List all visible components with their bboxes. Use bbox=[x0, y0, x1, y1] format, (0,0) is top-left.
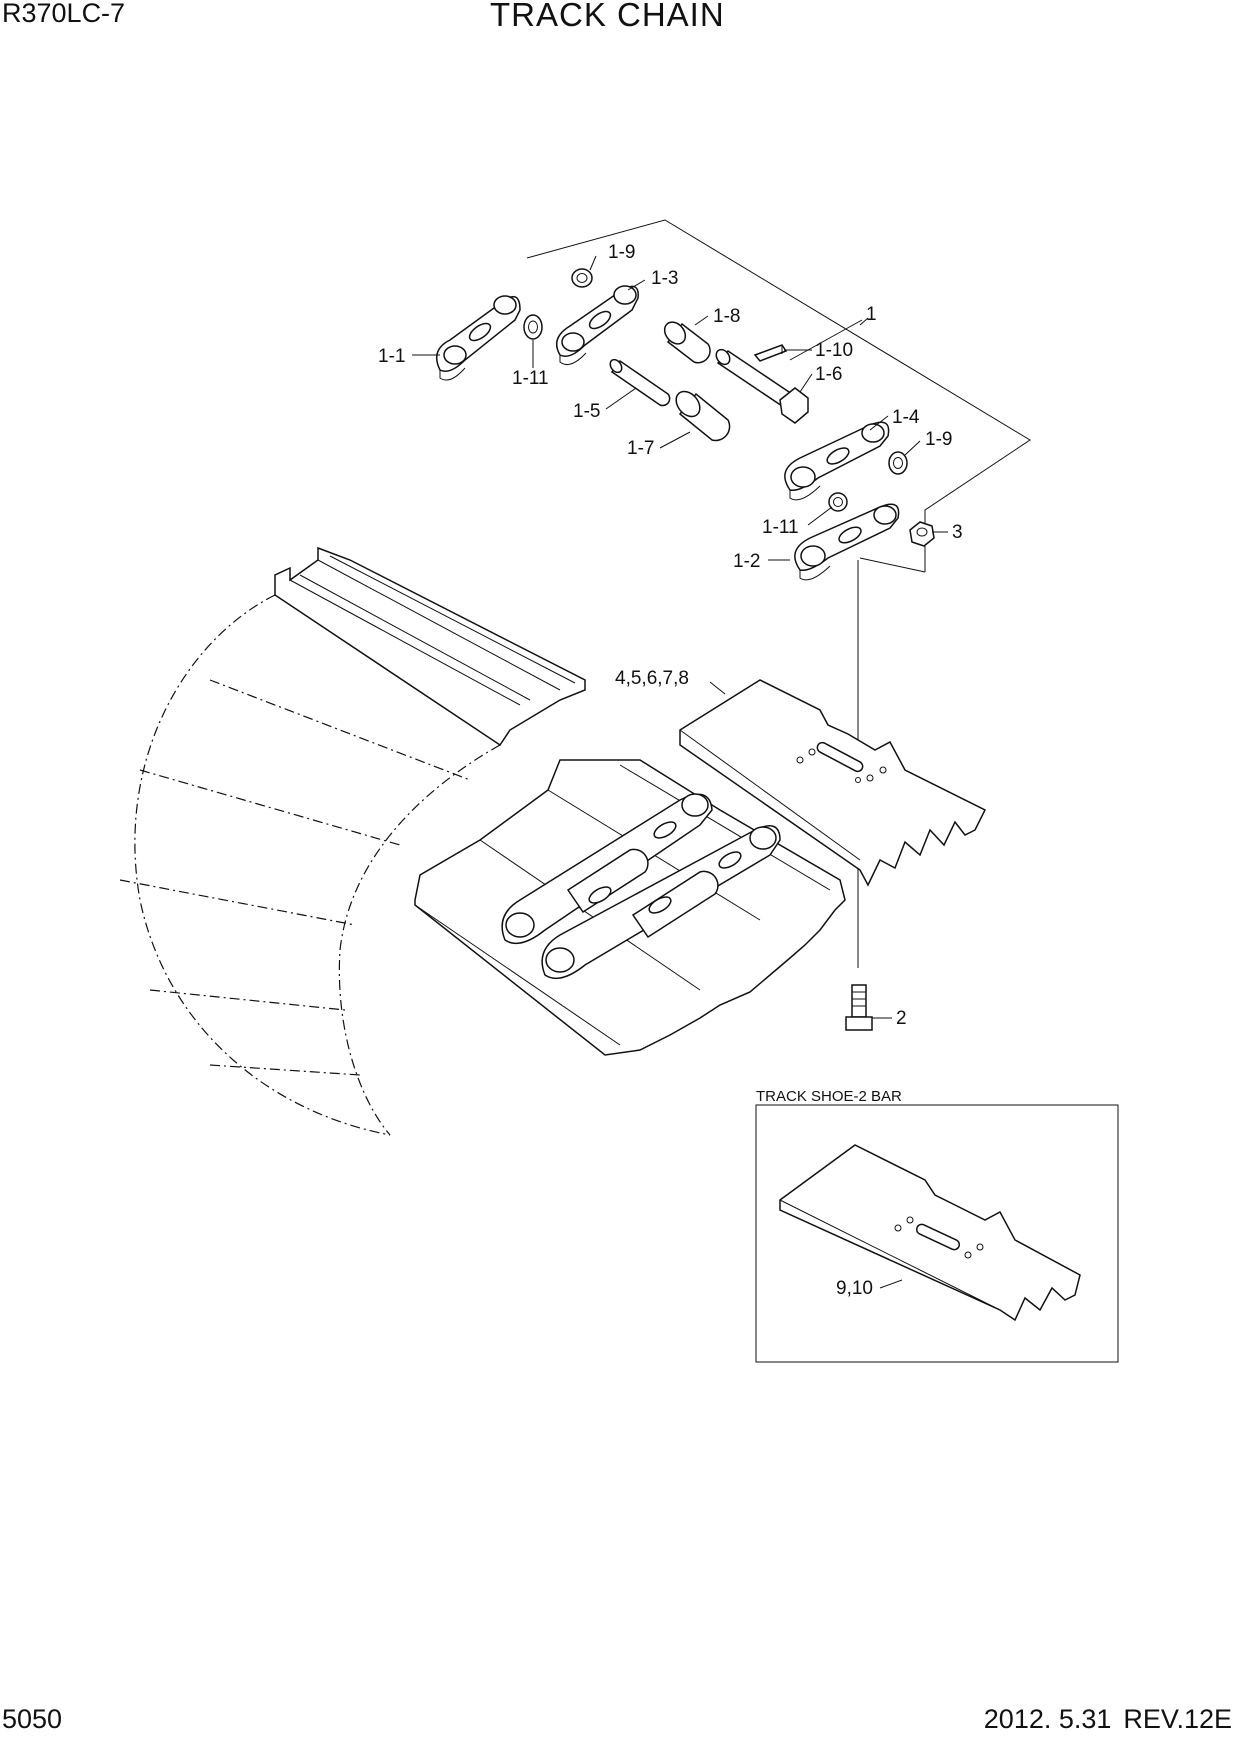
pin-1-5 bbox=[609, 358, 671, 407]
page-title: TRACK CHAIN bbox=[490, 0, 725, 33]
revision-date: 2012. 5.31 bbox=[983, 1704, 1112, 1734]
leader-lines bbox=[412, 255, 948, 1289]
bushing-1-7 bbox=[675, 390, 731, 442]
bolt-2 bbox=[845, 984, 873, 1031]
chain-links-assembled bbox=[501, 793, 781, 980]
callout-1-9-top: 1-9 bbox=[608, 242, 635, 263]
page-number: 5050 bbox=[2, 1704, 63, 1734]
track-shoe-top bbox=[274, 546, 586, 747]
callout-1-8: 1-8 bbox=[713, 306, 740, 327]
callout-1-11-top: 1-11 bbox=[512, 368, 549, 389]
callout-4-8: 4,5,6,7,8 bbox=[615, 668, 689, 689]
callout-1-1: 1-1 bbox=[378, 346, 405, 367]
link-1-3 bbox=[555, 285, 639, 365]
nut-3 bbox=[909, 521, 935, 547]
callout-1-10: 1-10 bbox=[815, 340, 853, 361]
callout-1-2: 1-2 bbox=[733, 551, 760, 572]
callout-3: 3 bbox=[952, 522, 963, 543]
track-shoe-main bbox=[679, 679, 987, 887]
seal-1-9-right bbox=[888, 451, 908, 475]
link-1-2 bbox=[794, 503, 900, 581]
callout-1: 1 bbox=[866, 304, 877, 325]
callout-1-4: 1-4 bbox=[892, 407, 920, 428]
pin-1-10 bbox=[753, 344, 788, 362]
spacer-1-11-lower bbox=[828, 492, 848, 512]
callout-1-9-right: 1-9 bbox=[925, 429, 952, 450]
callout-labels: 1-1 1-9 1-3 1-11 1-8 1-10 1-6 1 1-5 1-7 … bbox=[378, 242, 963, 1299]
inset-title: TRACK SHOE-2 BAR bbox=[756, 1088, 902, 1105]
callout-2: 2 bbox=[896, 1008, 907, 1029]
callout-1-7: 1-7 bbox=[627, 438, 654, 459]
model-label: R370LC-7 bbox=[2, 0, 126, 28]
callout-1-3: 1-3 bbox=[651, 268, 678, 289]
callout-1-11-lower: 1-11 bbox=[762, 517, 799, 538]
spacer-1-11-top bbox=[523, 314, 543, 340]
link-1-1 bbox=[435, 295, 521, 381]
callout-1-6: 1-6 bbox=[815, 364, 842, 385]
revision-code: REV.12E bbox=[1123, 1704, 1232, 1734]
callout-1-5: 1-5 bbox=[573, 401, 600, 422]
seal-1-9-top bbox=[571, 268, 593, 288]
inset-track-shoe-2-bar: TRACK SHOE-2 BAR bbox=[755, 1088, 1119, 1363]
pin-1-6 bbox=[715, 348, 809, 424]
revision-info: 2012. 5.31 REV.12E bbox=[972, 1704, 1232, 1735]
link-1-4 bbox=[784, 421, 890, 501]
track-loop-outline bbox=[119, 594, 501, 1136]
callout-9-10: 9,10 bbox=[836, 1278, 873, 1299]
bushing-1-8 bbox=[663, 321, 711, 364]
